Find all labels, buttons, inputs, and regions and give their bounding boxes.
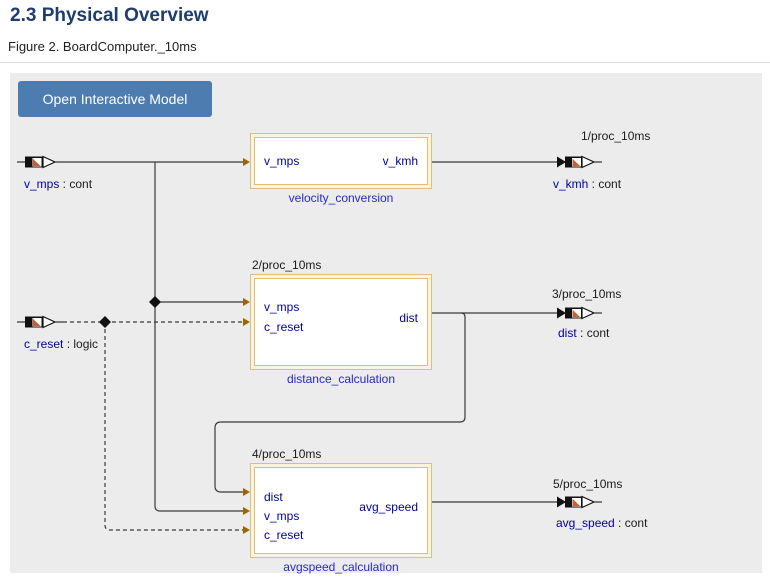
signal-input-port-icon <box>17 155 63 169</box>
block-in-port: v_mps <box>264 300 300 314</box>
signal-output-port-icon <box>553 495 602 509</box>
block-name-velocity_conversion[interactable]: velocity_conversion <box>288 191 394 205</box>
block-in-port: c_reset <box>264 528 304 542</box>
block-in-port: c_reset <box>264 320 304 334</box>
block-distance_calculation[interactable]: v_mps c_reset dist <box>250 274 432 370</box>
signal-output-port-icon <box>553 155 602 169</box>
block-avgspeed_calculation[interactable]: dist v_mps c_reset avg_speed <box>250 463 432 558</box>
proc-label: 3/proc_10ms <box>552 287 622 301</box>
proc-label: 4/proc_10ms <box>252 447 322 461</box>
port-name: dist <box>558 326 577 340</box>
block-velocity_conversion[interactable]: v_mps v_kmh <box>250 133 432 189</box>
block-in-port: dist <box>264 490 283 504</box>
block-name-distance_calculation[interactable]: distance_calculation <box>286 372 396 386</box>
output-port-label[interactable]: dist : cont <box>558 326 609 340</box>
block-body: v_mps c_reset dist <box>254 278 428 366</box>
signal-output-port-icon <box>553 306 602 320</box>
port-name: v_mps <box>24 177 60 191</box>
block-in-port: v_mps <box>264 509 300 523</box>
port-type: cont <box>624 516 648 530</box>
port-type: cont <box>69 177 93 191</box>
proc-label: 1/proc_10ms <box>581 129 651 143</box>
block-out-port: avg_speed <box>359 500 418 514</box>
output-port-label[interactable]: v_kmh : cont <box>553 177 621 191</box>
block-out-port: v_kmh <box>382 154 418 168</box>
input-port-label[interactable]: v_mps : cont <box>24 177 92 191</box>
block-name-avgspeed_calculation[interactable]: avgspeed_calculation <box>283 560 399 574</box>
port-sep: : <box>63 337 74 351</box>
block-body: v_mps v_kmh <box>254 137 428 185</box>
port-sep: : <box>576 326 587 340</box>
proc-label: 5/proc_10ms <box>553 477 623 491</box>
port-sep: : <box>59 177 70 191</box>
output-port-label[interactable]: avg_speed : cont <box>556 516 647 530</box>
block-body: dist v_mps c_reset avg_speed <box>254 467 428 554</box>
block-out-port: dist <box>399 311 418 325</box>
section-divider <box>0 62 770 63</box>
port-sep: : <box>588 177 599 191</box>
port-name: avg_speed <box>556 516 615 530</box>
port-sep: : <box>614 516 625 530</box>
page-title: 2.3 Physical Overview <box>10 5 209 26</box>
port-type: cont <box>598 177 622 191</box>
block-in-port: v_mps <box>264 154 300 168</box>
open-interactive-model-button[interactable]: Open Interactive Model <box>18 81 212 117</box>
port-type: cont <box>586 326 610 340</box>
port-type: logic <box>73 337 99 351</box>
port-name: v_kmh <box>553 177 589 191</box>
figure-caption: Figure 2. BoardComputer._10ms <box>8 39 197 54</box>
signal-input-port-icon <box>17 315 63 329</box>
input-port-label[interactable]: c_reset : logic <box>24 337 98 351</box>
port-name: c_reset <box>24 337 64 351</box>
proc-label: 2/proc_10ms <box>252 258 322 272</box>
